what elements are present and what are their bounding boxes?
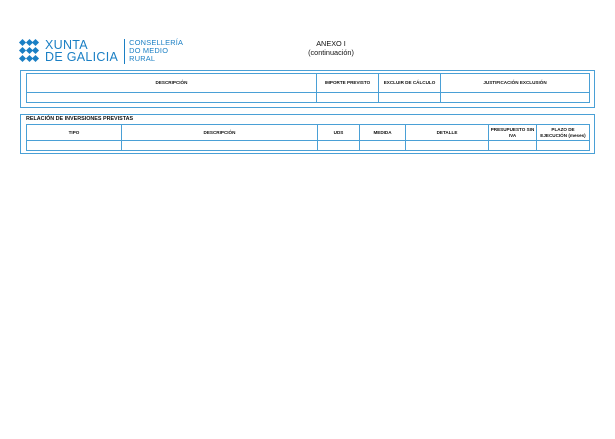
table-header-row: DESCRIPCIÓN IMPORTE PREVISTO EXCLUIR DE …	[26, 73, 590, 93]
annex-title: ANEXO I	[316, 39, 346, 48]
col-importe-previsto: IMPORTE PREVISTO	[316, 73, 379, 93]
table-header-row: TIPO DESCRIPCIÓN UDS MEDIDA DETALLE PRES…	[26, 124, 590, 141]
col-presupuesto: PRESUPUESTO SIN IVA	[488, 124, 537, 141]
annex-heading: ANEXO I (continuación)	[281, 39, 381, 57]
col-descripcion: DESCRIPCIÓN	[26, 73, 317, 93]
col-descripcion: DESCRIPCIÓN	[121, 124, 318, 141]
cell-excluir[interactable]	[378, 92, 441, 103]
dept-line1: CONSELLERÍA	[129, 38, 184, 47]
xunta-logo: XUNTA DE GALICIA CONSELLERÍA DO MEDIO RU…	[18, 38, 183, 65]
xunta-crest-icon	[18, 38, 40, 63]
logo-name: XUNTA DE GALICIA	[45, 38, 119, 64]
logo-separator	[124, 39, 126, 64]
page-header: XUNTA DE GALICIA CONSELLERÍA DO MEDIO RU…	[18, 38, 600, 65]
cell-tipo[interactable]	[26, 140, 122, 151]
col-plazo: PLAZO DE EJECUCIÓN (meses)	[536, 124, 590, 141]
investments-table: TIPO DESCRIPCIÓN UDS MEDIDA DETALLE PRES…	[26, 124, 590, 151]
cell-justificacion[interactable]	[440, 92, 590, 103]
cell-detalle[interactable]	[405, 140, 489, 151]
logo-line2: DE GALICIA	[45, 50, 119, 64]
exclusions-frame: DESCRIPCIÓN IMPORTE PREVISTO EXCLUIR DE …	[20, 70, 595, 108]
cell-descripcion[interactable]	[26, 92, 317, 103]
col-detalle: DETALLE	[405, 124, 489, 141]
table-row	[26, 92, 590, 103]
logo-line1: XUNTA	[45, 38, 88, 52]
cell-medida[interactable]	[359, 140, 406, 151]
cell-uds[interactable]	[317, 140, 360, 151]
exclusions-table: DESCRIPCIÓN IMPORTE PREVISTO EXCLUIR DE …	[26, 73, 590, 103]
col-medida: MEDIDA	[359, 124, 406, 141]
col-excluir-calculo: EXCLUIR DE CÁLCULO	[378, 73, 441, 93]
cell-descripcion[interactable]	[121, 140, 318, 151]
cell-plazo[interactable]	[536, 140, 590, 151]
dept-line2: DO MEDIO	[129, 46, 169, 55]
annex-subtitle: (continuación)	[308, 48, 354, 57]
col-tipo: TIPO	[26, 124, 122, 141]
investments-frame: RELACIÓN DE INVERSIONES PREVISTAS TIPO D…	[20, 114, 595, 154]
col-justificacion: JUSTIFICACIÓN EXCLUSIÓN	[440, 73, 590, 93]
col-uds: UDS	[317, 124, 360, 141]
section-title: RELACIÓN DE INVERSIONES PREVISTAS	[26, 116, 134, 122]
table-row	[26, 140, 590, 151]
dept-line3: RURAL	[129, 54, 156, 63]
cell-importe[interactable]	[316, 92, 379, 103]
department-name: CONSELLERÍA DO MEDIO RURAL	[129, 39, 183, 63]
cell-presupuesto[interactable]	[488, 140, 537, 151]
